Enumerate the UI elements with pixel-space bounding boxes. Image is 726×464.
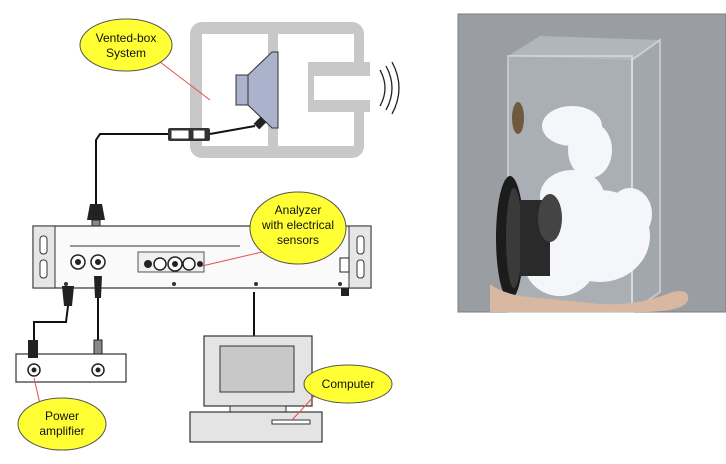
xlr-connector-icon xyxy=(168,128,210,141)
callout-analyzer-line1: Analyzer xyxy=(275,203,322,217)
computer-drive-slot xyxy=(271,419,311,425)
speaker-cable xyxy=(95,133,168,204)
acrylic-box-top xyxy=(508,36,660,60)
power-amplifier xyxy=(15,339,127,383)
callout-power-amplifier: Power amplifier xyxy=(17,397,107,451)
acrylic-box-side xyxy=(631,38,661,314)
cable-plug-top xyxy=(87,204,105,229)
cable-plug-left xyxy=(62,286,74,306)
rack-ear-right xyxy=(348,225,372,289)
speaker-cable-short xyxy=(209,125,256,135)
cotton-filling xyxy=(524,106,652,296)
computer-screen xyxy=(219,345,295,393)
computer-icon xyxy=(189,335,323,443)
callout-analyzer-line2: with electrical xyxy=(261,218,334,232)
cable-plug-right xyxy=(94,276,102,298)
callout-vented-box: Vented-box System xyxy=(79,18,173,72)
computer-case xyxy=(189,411,323,443)
callout-analyzer: Analyzer with electrical sensors xyxy=(249,191,347,265)
xlr-input-connectors xyxy=(70,254,106,270)
speaker-icon xyxy=(235,51,279,130)
cables xyxy=(33,125,256,346)
hand xyxy=(490,284,689,312)
speaker-icon xyxy=(496,176,562,300)
callout-leaders xyxy=(33,61,319,421)
amp-cable-left xyxy=(33,305,69,346)
callout-power-amplifier-line1: Power xyxy=(45,409,79,423)
callout-analyzer-line3: sensors xyxy=(277,233,319,247)
power-switch xyxy=(339,257,350,273)
callout-computer: Computer xyxy=(303,364,393,404)
vented-box-system xyxy=(190,22,400,158)
callout-power-amplifier-line2: amplifier xyxy=(39,424,84,438)
port-hole xyxy=(512,102,524,134)
sensor-connector-block xyxy=(137,251,205,273)
computer-stand xyxy=(229,405,287,413)
callout-computer-line1: Computer xyxy=(322,377,375,391)
vented-box-photo xyxy=(457,13,726,314)
sound-waves-icon xyxy=(379,61,400,115)
callout-vented-box-line2: System xyxy=(106,46,146,60)
vented-box-port-opening xyxy=(314,76,370,100)
callout-vented-box-line1: Vented-box xyxy=(96,31,157,45)
rack-ear-left xyxy=(32,225,56,289)
